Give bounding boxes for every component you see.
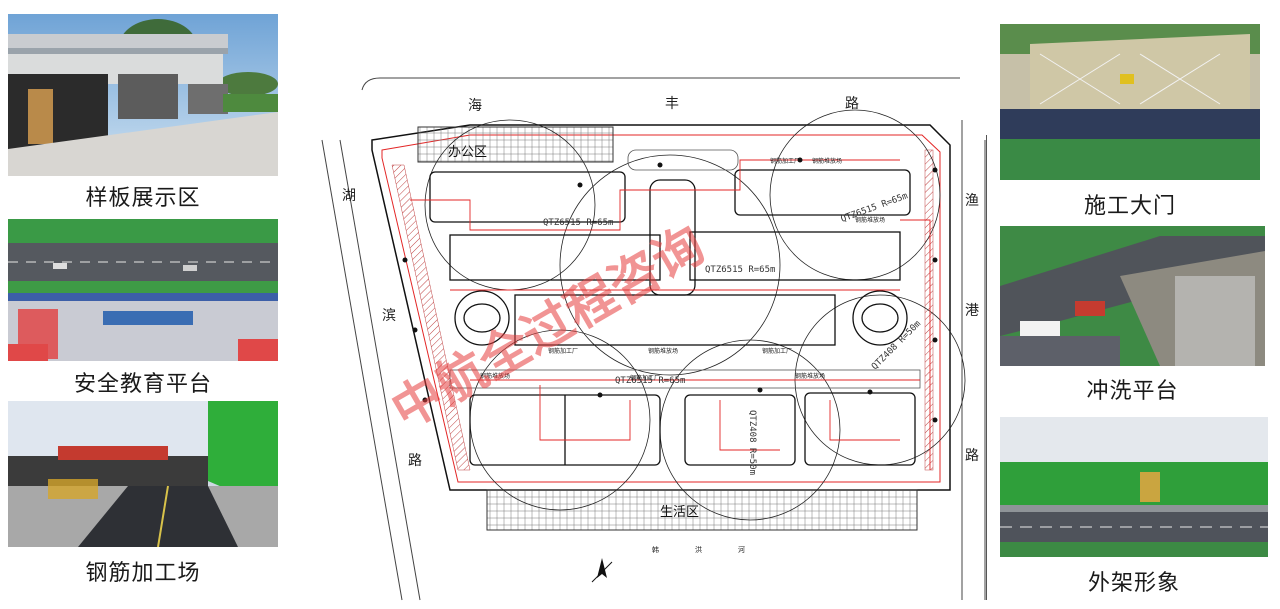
photo-construction-gate [1000,24,1260,180]
river-char-3: 河 [738,546,745,554]
caption-construction-gate: 施工大门 [1083,194,1176,219]
living-zone-label: 生活区 [660,505,699,520]
facility-label-4: 钢筋堆放场 [648,347,678,355]
crane-label-4: QTZ6515 R=65m [615,376,685,386]
road-east-char-3: 路 [965,448,979,464]
west-road-edge-outer [321,139,403,601]
facility-label-8: 钢筋堆放场 [795,372,825,380]
caption-sample-display-area: 样板展示区 [85,186,201,211]
sample-display-render [8,14,278,176]
site-red-boundary [381,134,941,483]
facility-label-6: 钢筋堆放场 [480,372,510,380]
site-markers [402,157,938,423]
photo-sample-display-area [8,14,278,176]
facility-label-2: 钢筋堆放场 [812,157,842,165]
facility-label-7: 钢筋加工厂 [630,374,660,382]
photo-scaffold-appearance [1000,417,1268,557]
river-char-2: 洪 [695,545,702,554]
road-west-char-1: 湖 [342,188,356,204]
facility-label-3: 钢筋加工厂 [548,347,578,355]
facility-label-9: 钢筋堆放场 [855,216,885,224]
road-east-char-1: 渔 [965,193,979,209]
road-east-char-2: 港 [965,303,979,319]
crane-label-6: QTZ408 R=50m [870,319,923,372]
facility-label-1: 钢筋加工厂 [770,157,800,165]
buildings [429,169,916,466]
photo-safety-education-platform [8,219,278,361]
west-road-edge-inner [339,139,421,601]
site-plan-drawing: 海 丰 路 湖 滨 路 渔 港 路 办公区 生活区 韩 洪 河 QTZ6515 … [321,77,986,601]
road-north-char-2: 丰 [665,96,679,112]
rebar-yard-render [8,401,278,547]
crane-label-5: QTZ408 R=50m [747,410,757,475]
temporary-utility-lines [410,159,931,470]
office-zone-label: 办公区 [448,145,487,160]
facility-label-5: 钢筋加工厂 [762,347,792,355]
wash-platform-render [1000,226,1265,366]
caption-rebar-processing-yard: 钢筋加工场 [85,561,201,586]
site-boundary [371,124,951,491]
river-char-1: 韩 [652,545,659,554]
north-road-edge [361,77,960,91]
scaffold-render [1000,417,1268,557]
road-west-char-3: 路 [408,453,422,469]
caption-wash-platform: 冲洗平台 [1086,379,1179,404]
photo-rebar-processing-yard [8,401,278,547]
road-west-char-2: 滨 [382,308,396,324]
living-zone [486,489,918,531]
caption-safety-education-platform: 安全教育平台 [73,372,212,397]
construction-gate-render [1000,24,1260,180]
divider-right [986,135,987,600]
road-north-char-1: 海 [468,98,482,114]
north-arrow-icon [591,558,613,583]
crane-label-1: QTZ6515 R=65m [543,218,613,228]
photo-wash-platform [1000,226,1265,366]
crane-label-2: QTZ6515 R=65m [705,265,775,275]
caption-scaffold-appearance: 外架形象 [1087,571,1180,596]
road-north-char-3: 路 [845,96,859,112]
safety-platform-render [8,219,278,361]
